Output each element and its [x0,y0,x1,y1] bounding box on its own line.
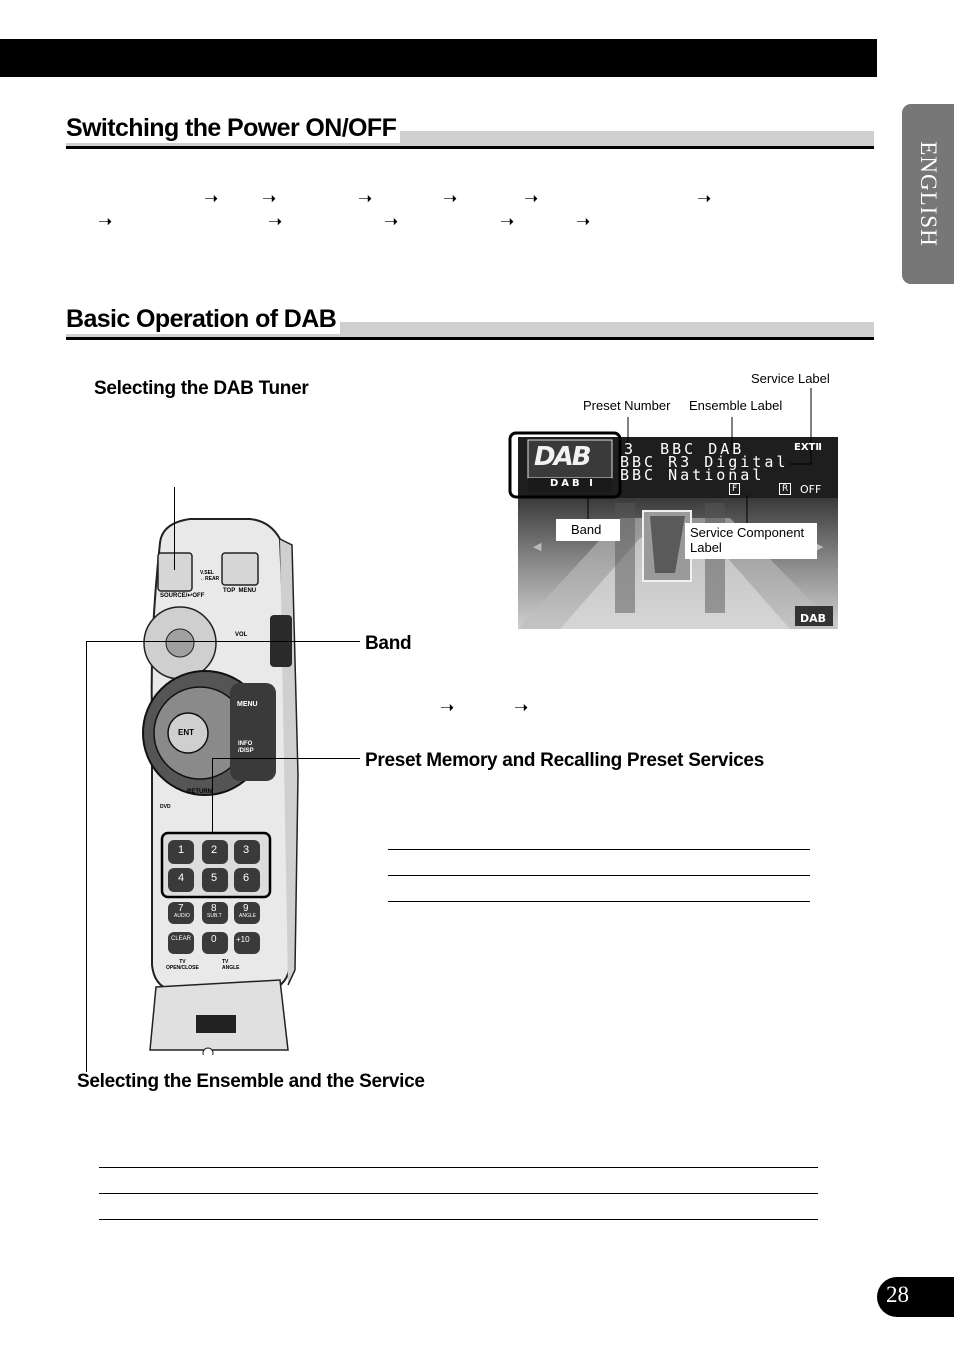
table-rule [99,1219,818,1220]
arrow-icon: ➝ [384,212,399,231]
arrow-icon: ➝ [500,212,515,231]
label-band: Band [571,522,602,537]
remote-control-svg [142,518,299,1055]
key-0[interactable]: 0 [211,934,217,945]
callout-band: Band [365,633,412,654]
arrow-icon: ➝ [262,189,277,208]
source-button-label: SOURCE/↩OFF [160,593,205,599]
key-9[interactable]: 9 [243,903,249,914]
label-service-label: Service Label [751,371,830,386]
header-bar [0,39,877,77]
arrow-icon: ➝ [524,189,539,208]
ext-indicator: EXTⅡ [794,442,822,453]
callout-preset: Preset Memory and Recalling Preset Servi… [365,750,764,771]
page-number: 28 [886,1282,909,1307]
svg-text:▶: ▶ [815,540,824,553]
language-tab-label: ENGLISH [916,141,941,247]
screen-line-1: 3 BBC DAB [624,440,745,458]
remote-control-figure: SOURCE/↩OFF V.SEL ←REAR TOP MENU VOL MEN… [140,515,300,1055]
top-menu-label: TOP MENU [223,588,257,594]
table-rule [99,1193,818,1194]
key-4[interactable]: 4 [178,872,185,884]
key-9-sublabel: ANGLE [239,913,256,919]
return-label: RETURN [187,789,212,795]
info-disp-label: INFO /DISP [238,741,254,754]
table-rule [388,901,810,902]
language-tab: ENGLISH [902,104,954,284]
vol-label: VOL [235,632,248,638]
svg-text:◀: ◀ [533,540,542,553]
arrow-icon: ➝ [440,698,455,717]
leader-preset-h [212,758,360,759]
key-7[interactable]: 7 [178,903,184,914]
arrow-icon: ➝ [268,212,283,231]
leader-select-tuner [174,487,175,570]
arrow-icon: ➝ [443,189,458,208]
arrow-icon: ➝ [358,189,373,208]
page-number-badge: 28 [877,1277,954,1317]
table-rule [99,1167,818,1168]
table-rule [388,875,810,876]
tv-angle-label: TV ANGLE [222,959,240,971]
table-rule [388,849,810,850]
key-7-sublabel: AUDIO [174,913,190,919]
key-8[interactable]: 8 [211,903,217,914]
menu-button-label: MENU [237,701,258,708]
key-6[interactable]: 6 [243,872,250,884]
label-ensemble-label: Ensemble Label [689,398,783,413]
band-indicator: DAB I [550,478,596,489]
dab-logo: DAB [534,442,592,472]
dab-display-figure: ◀ ▶ DAB DAB I 3 BBC DAB BBC R3 Digital B… [500,368,845,633]
vsel-button-label: V.SEL ←REAR [200,570,220,582]
key-plus10[interactable]: +10 [236,935,250,944]
subhead-select-tuner: Selecting the DAB Tuner [94,378,309,399]
label-service-component: Service Component Label [690,525,805,555]
off-indicator: OFF [800,483,822,496]
key-3[interactable]: 3 [243,844,250,856]
arrow-icon: ➝ [204,189,219,208]
screen-line-3: BBC National [620,466,765,484]
leader-preset-v [212,758,213,833]
key-5[interactable]: 5 [211,872,218,884]
arrow-icon: ➝ [576,212,591,231]
leader-band-h [86,641,360,642]
leader-ensemble-v [86,641,87,1072]
screen-line-2: BBC R3 Digital [620,453,789,471]
ent-button-label: ENT [178,728,194,737]
dvd-label: DVD [160,804,171,810]
corner-dab-logo: DAB [800,612,827,625]
f-indicator: F [729,483,741,495]
arrow-icon: ➝ [98,212,113,231]
r-indicator: R [779,483,792,495]
callout-ensemble: Selecting the Ensemble and the Service [77,1071,425,1092]
section-title-dab: Basic Operation of DAB [66,305,341,334]
key-clear[interactable]: CLEAR [171,936,192,942]
section-title-power: Switching the Power ON/OFF [66,114,401,143]
key-1[interactable]: 1 [178,844,185,856]
arrow-icon: ➝ [697,189,712,208]
key-2[interactable]: 2 [211,844,218,856]
arrow-icon: ➝ [514,698,529,717]
label-preset-number: Preset Number [583,398,671,413]
key-8-sublabel: SUB.T [207,913,222,919]
dab-display-svg: ◀ ▶ [508,388,838,629]
tv-open-close-label: TV OPEN/CLOSE [166,959,199,971]
